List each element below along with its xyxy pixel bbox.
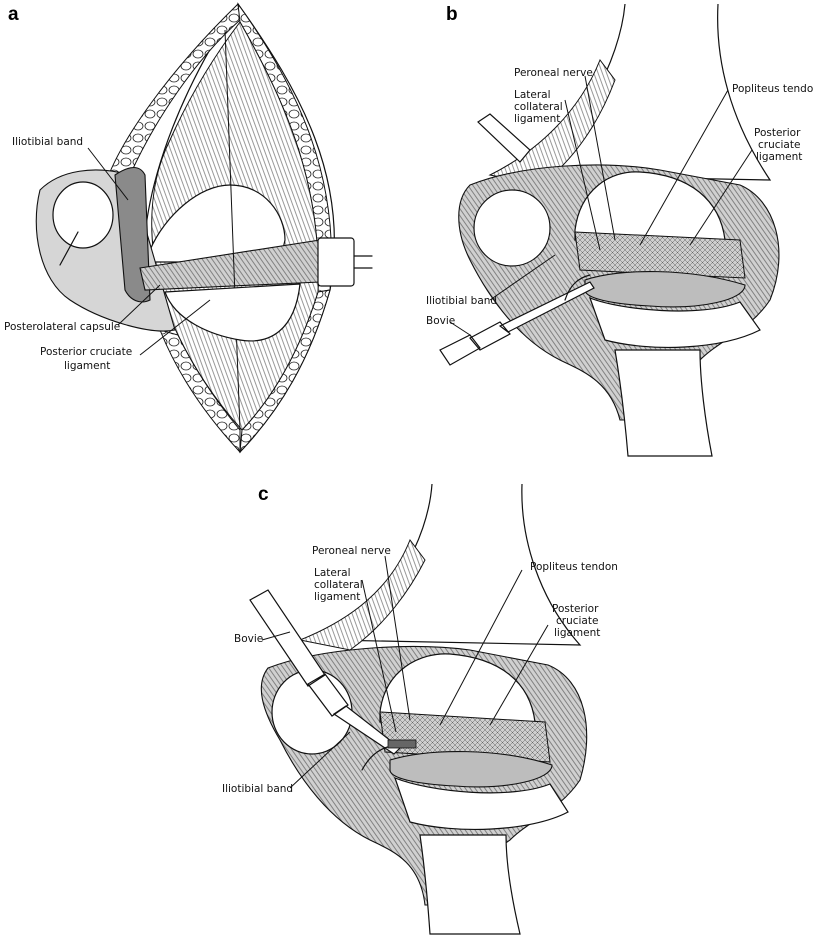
panel-b-letter: b bbox=[446, 4, 458, 25]
tibia-surface-c bbox=[394, 776, 569, 831]
label-c-pcl-line2: cruciate bbox=[556, 615, 598, 627]
label-b-pcl-line1: Posterior bbox=[754, 127, 801, 139]
leader-a-capsule bbox=[117, 284, 161, 326]
label-b-lcl-line2: collateral bbox=[514, 101, 563, 113]
femoral-condyle-c bbox=[379, 653, 536, 723]
label-c-pcl-line3: ligament bbox=[554, 627, 600, 639]
leader-c-lcl bbox=[361, 579, 397, 733]
leader-c-itb bbox=[289, 731, 351, 789]
femoral-condyle bbox=[149, 184, 286, 263]
capsule-band-b bbox=[574, 231, 746, 279]
leader-b-peroneal bbox=[584, 75, 616, 241]
leader-b-lcl bbox=[564, 99, 601, 251]
label-b-popliteus-tendon: Popliteus tendon bbox=[732, 83, 813, 95]
label-c-bovie: Bovie bbox=[234, 633, 263, 645]
upper-instrument-b bbox=[477, 113, 531, 163]
label-b-pcl-line2: cruciate bbox=[758, 139, 800, 151]
label-c-iliotibial-band: Iliotibial band bbox=[222, 783, 293, 795]
label-a-posterolateral-capsule: Posterolateral capsule bbox=[4, 321, 120, 333]
panel-c: c Peroneal nerve Lateral collateral liga… bbox=[222, 483, 618, 935]
label-b-lcl-line3: ligament bbox=[514, 113, 560, 125]
leader-c-pcl bbox=[489, 624, 549, 726]
label-b-lcl-line1: Lateral bbox=[514, 89, 551, 101]
label-c-lcl-line1: Lateral bbox=[314, 567, 351, 579]
label-a-pcl-line2: ligament bbox=[64, 360, 110, 372]
bovie-b bbox=[439, 281, 595, 366]
panel-c-letter: c bbox=[258, 484, 269, 505]
label-c-pcl-line1: Posterior bbox=[552, 603, 599, 615]
tibia-surface-b bbox=[588, 296, 761, 349]
label-c-popliteus-tendon: Popliteus tendon bbox=[530, 561, 618, 573]
label-c-lcl-line3: ligament bbox=[314, 591, 360, 603]
label-c-lcl-line2: collateral bbox=[314, 579, 363, 591]
panel-a-letter: a bbox=[8, 4, 19, 25]
tibial-plateau-c bbox=[389, 750, 553, 788]
retractor-hook bbox=[59, 231, 79, 266]
label-a-iliotibial-band: Iliotibial band bbox=[12, 136, 83, 148]
tibia-window bbox=[164, 283, 301, 342]
leader-b-bovie bbox=[449, 321, 471, 336]
label-b-peroneal-nerve: Peroneal nerve bbox=[514, 67, 593, 79]
leader-a-itb bbox=[87, 147, 129, 201]
leader-c-peroneal bbox=[384, 555, 411, 721]
leader-b-popliteus bbox=[639, 89, 729, 246]
tibia-shaft-c bbox=[419, 834, 521, 935]
tibia-shaft-b bbox=[614, 349, 713, 457]
femoral-condyle-b bbox=[574, 171, 726, 241]
panel-a: a Iliotibial band Posterolateral capsule bbox=[4, 2, 373, 454]
retractor-handle bbox=[317, 237, 355, 287]
fibular-head-b bbox=[473, 189, 551, 267]
label-b-iliotibial-band: Iliotibial band bbox=[426, 295, 497, 307]
label-b-bovie: Bovie bbox=[426, 315, 455, 327]
leader-c-bovie bbox=[261, 631, 291, 641]
retractor-shaft bbox=[353, 255, 373, 269]
label-b-pcl-line3: ligament bbox=[756, 151, 802, 163]
tibial-plateau-b bbox=[584, 270, 746, 308]
midline-marker bbox=[224, 29, 241, 431]
cautery-mark-c bbox=[387, 739, 417, 749]
fibular-head bbox=[52, 181, 114, 249]
leader-a-pcl bbox=[139, 299, 211, 356]
leader-b-pcl bbox=[689, 149, 753, 246]
leader-c-popliteus bbox=[439, 569, 523, 726]
leader-b-itb bbox=[489, 254, 556, 301]
label-a-pcl-line1: Posterior cruciate bbox=[40, 346, 132, 358]
label-c-peroneal-nerve: Peroneal nerve bbox=[312, 545, 391, 557]
dark-edge-b bbox=[564, 274, 591, 301]
panel-b: b Peroneal nerve Lateral collatera bbox=[426, 3, 813, 457]
